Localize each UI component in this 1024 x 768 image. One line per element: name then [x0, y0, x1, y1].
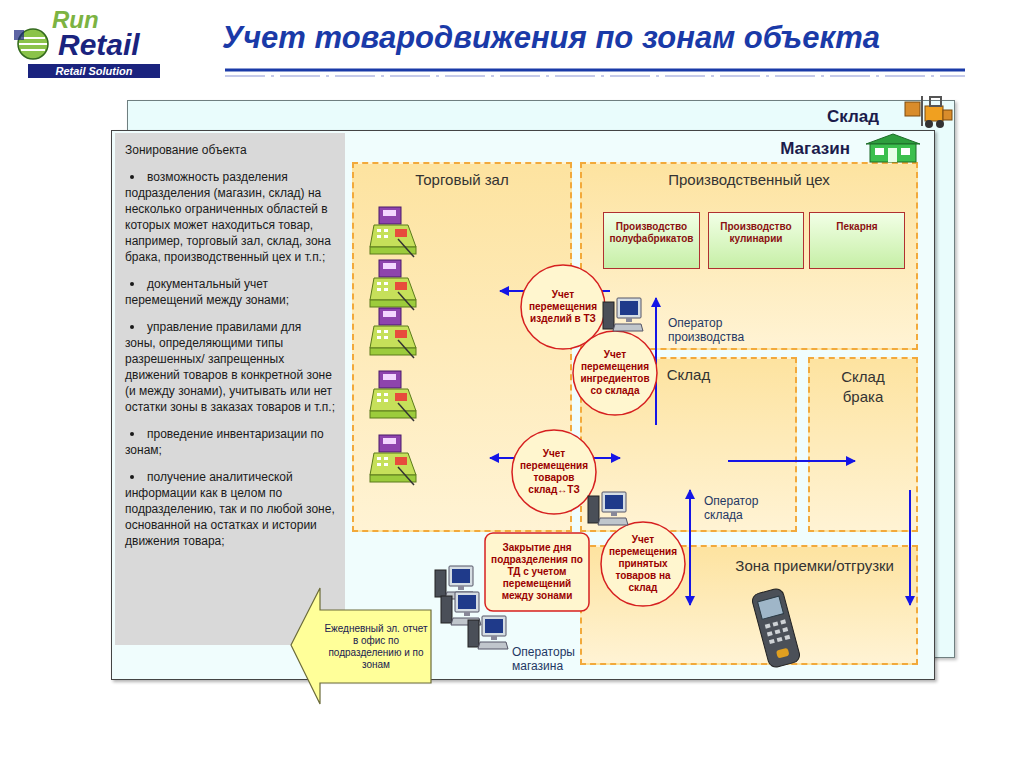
info-panel: Зонирование объекта возможность разделени… [115, 133, 345, 645]
node-label: Производство полуфабрикатов [606, 221, 697, 245]
node-label: Склад брака [826, 359, 900, 407]
bullet-dot [130, 282, 134, 286]
bullet-text: документальный учет перемещений между зо… [125, 276, 335, 308]
node-label: Учет перемещения ингредиентов со склада [577, 349, 653, 397]
node-label: Производство кулинарии [711, 221, 801, 245]
callout-arrow: Ежедневный эл. отчет в офис по подраздел… [290, 587, 432, 705]
process-box: Производство кулинарии [708, 212, 804, 269]
slide-title: Учет товародвижения по зонам объекта [222, 20, 880, 56]
process-box: Производство полуфабрикатов [603, 212, 700, 269]
logo-text: Retail [58, 28, 140, 62]
process-circle: Учет перемещения принятых товаров на скл… [600, 521, 686, 607]
bullet-dot [130, 325, 134, 329]
zone-box: Склад брака [808, 357, 918, 532]
bullet-text: возможность разделения подразделения (ма… [125, 169, 335, 265]
flow-arrow [728, 460, 855, 462]
circle-outline [521, 265, 605, 349]
node-label: Ежедневный эл. отчет в офис по подраздел… [322, 610, 430, 683]
panel-heading: Зонирование объекта [125, 142, 335, 158]
node-label: Производственный цех [582, 164, 916, 188]
bullet-text: проведение инвентаризации по зонам; [125, 426, 335, 458]
process-circle: Учет перемещения ингредиентов со склада [572, 330, 658, 416]
bullet-item: возможность разделения подразделения (ма… [125, 169, 335, 265]
operator-label: Операторы магазина [512, 645, 592, 673]
shape-outline [290, 587, 432, 705]
node-label: Учет перемещения товаров склад↔ТЗ [516, 448, 592, 496]
node-label: Закрытие дня подразделения по ТД с учето… [488, 542, 586, 602]
circle-outline [512, 430, 596, 514]
node-label: Пекарня [812, 221, 902, 233]
bullet-text: получение аналитической информации как в… [125, 469, 335, 549]
flow-arrow [909, 490, 911, 605]
bullet-dot [130, 175, 134, 179]
bullet-item: проведение инвентаризации по зонам; [125, 426, 335, 458]
rounded-outline [485, 533, 589, 611]
process-circle: Учет перемещения товаров склад↔ТЗ [511, 429, 597, 515]
bullet-item: управление правилами для зоны, определяю… [125, 319, 335, 415]
node-label: Склад [128, 101, 954, 127]
bullet-dot [130, 432, 134, 436]
flow-arrow [689, 490, 691, 605]
zone-box: Производственный цехПроизводство полуфаб… [580, 162, 918, 350]
circle-outline [573, 331, 657, 415]
circle-outline [601, 522, 685, 606]
process-box: Пекарня [809, 212, 905, 269]
bullet-item: документальный учет перемещений между зо… [125, 276, 335, 308]
bullet-text: управление правилами для зоны, определяю… [125, 319, 335, 415]
bullet-dot [130, 475, 134, 479]
process-box: Закрытие дня подразделения по ТД с учето… [484, 532, 590, 612]
shop-region: МагазинЗонирование объектавозможность ра… [111, 130, 935, 680]
callout-outline [291, 588, 431, 704]
operator-label: Оператор склада [704, 494, 776, 522]
bullet-item: получение аналитической информации как в… [125, 469, 335, 549]
node-label: Учет перемещения принятых товаров на скл… [605, 534, 681, 594]
operator-label: Оператор производства [668, 316, 764, 344]
logo-bar: Retail Solution [28, 64, 160, 78]
node-label: Торговый зал [354, 164, 570, 188]
node-label: Учет перемещения изделий в ТЗ [525, 289, 601, 325]
